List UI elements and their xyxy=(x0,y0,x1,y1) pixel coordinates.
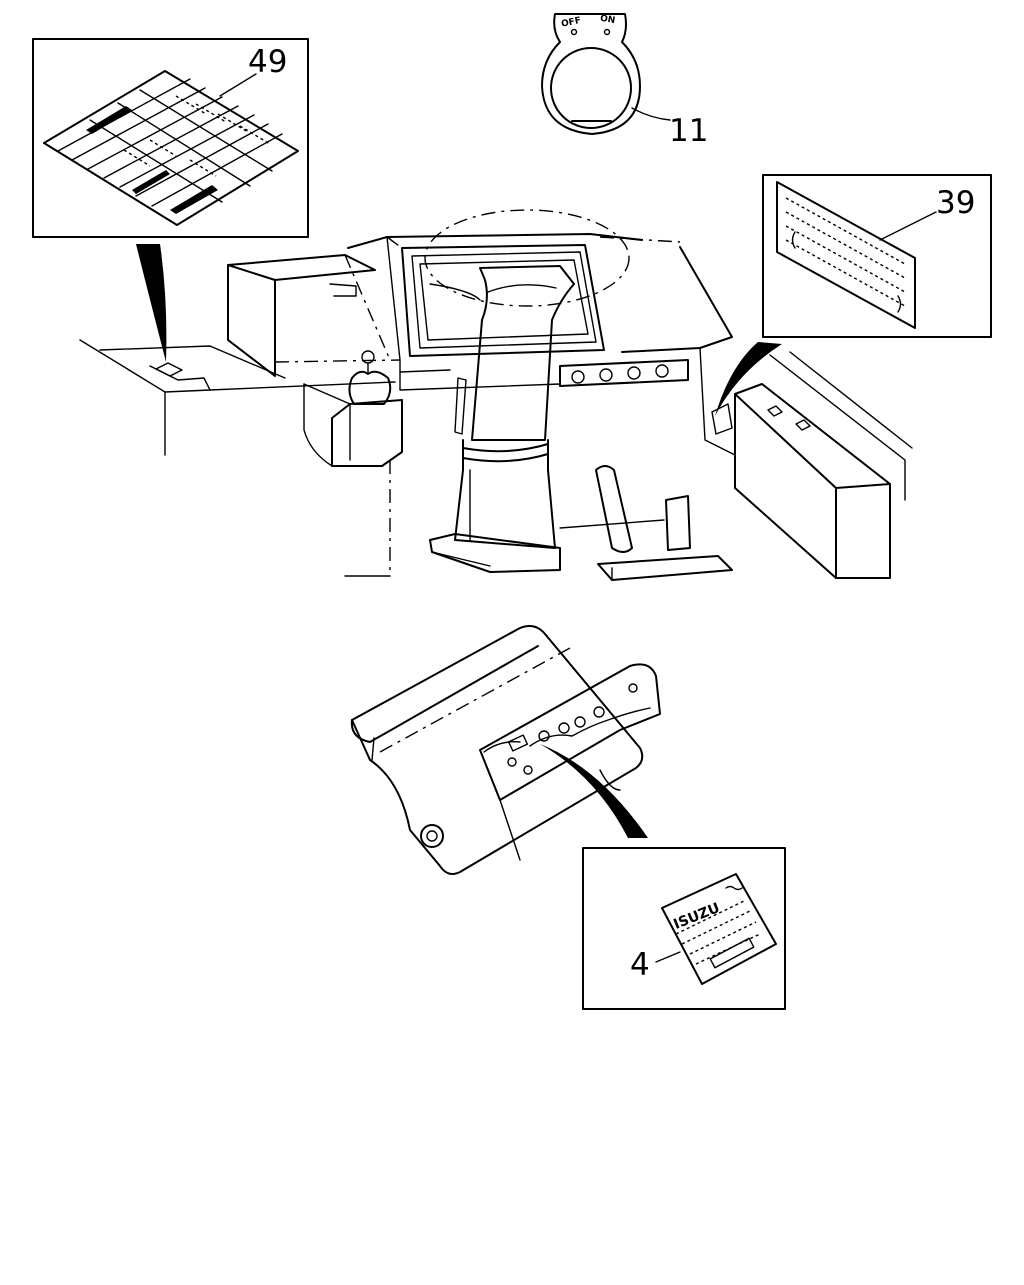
fuse-chart-label xyxy=(43,70,299,226)
callout-39: 39 xyxy=(936,185,975,221)
callout-4: 4 xyxy=(630,947,650,983)
callout-49: 49 xyxy=(248,44,287,80)
pointer-arrow-4 xyxy=(540,744,648,838)
cab-interior xyxy=(79,209,913,581)
leader-line-49 xyxy=(219,73,257,97)
inset-box-39: 39 xyxy=(762,174,992,338)
leader-line-11 xyxy=(631,107,671,121)
engine-block xyxy=(350,625,661,875)
gear-shifter xyxy=(303,350,403,467)
inset-box-4: ISUZU 4 xyxy=(582,847,786,1010)
ignition-switch-plate: OFF ON xyxy=(541,13,641,135)
inset-box-49: 49 xyxy=(32,38,309,238)
label-plate-39 xyxy=(776,181,916,329)
leader-line-4 xyxy=(655,951,681,963)
leader-line-39 xyxy=(879,211,937,241)
switch-on-label: ON xyxy=(599,14,616,26)
switch-off-label: OFF xyxy=(560,16,582,30)
pointer-arrow-39 xyxy=(715,342,782,416)
callout-11: 11 xyxy=(669,113,708,149)
pointer-arrow-49 xyxy=(136,244,167,362)
